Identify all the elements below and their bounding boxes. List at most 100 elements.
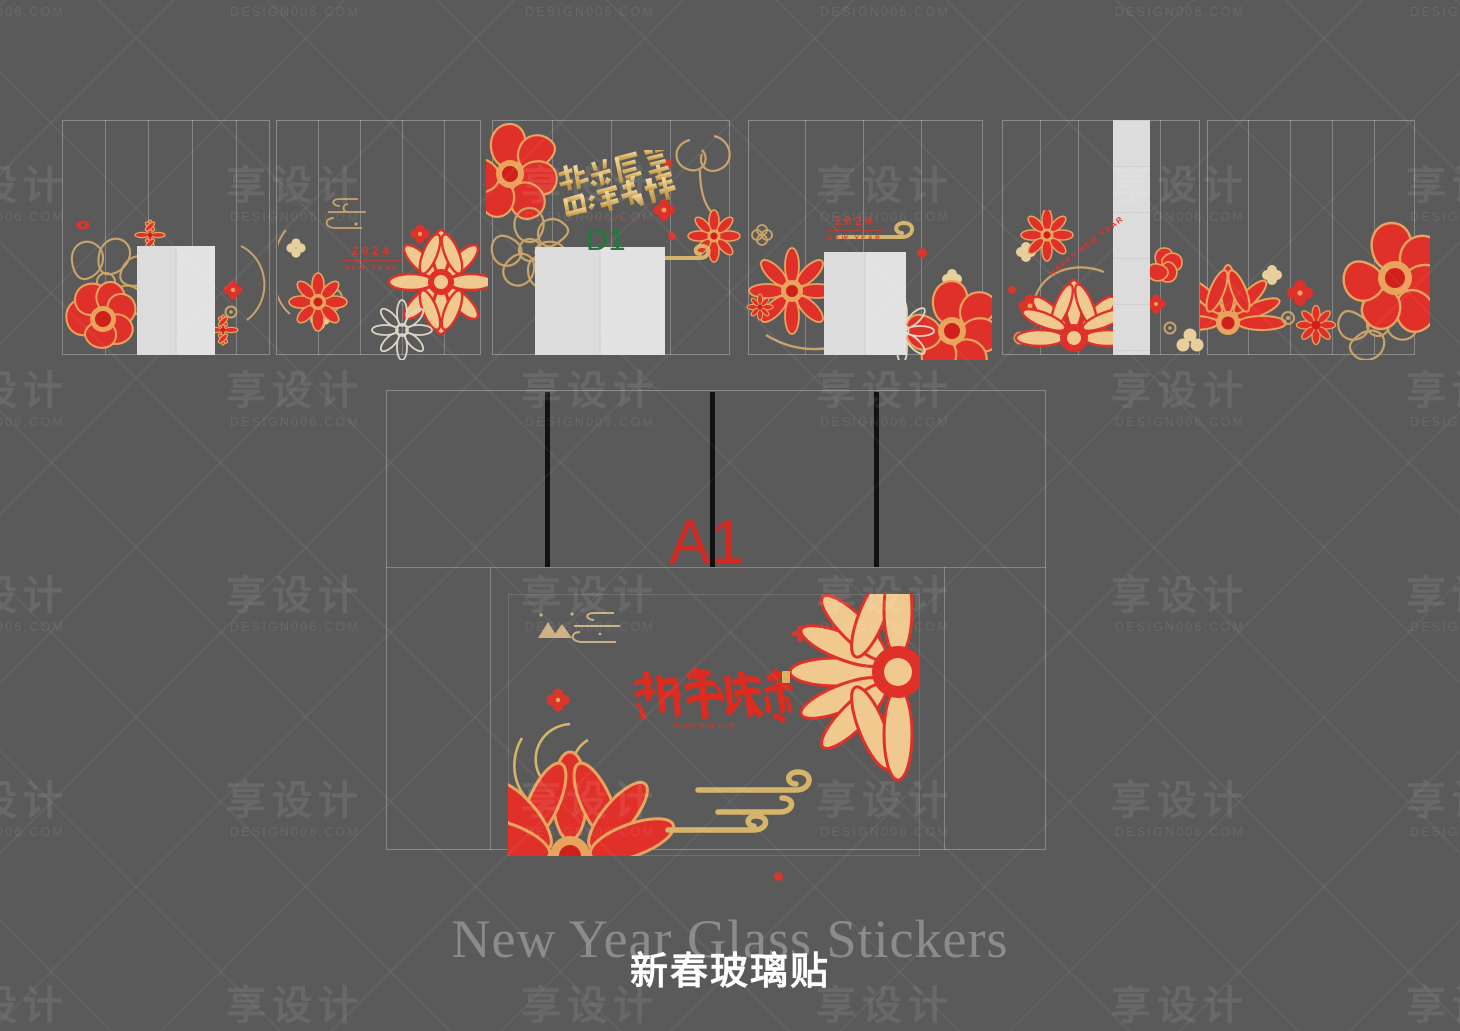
watermark-tile: 享设计 DESIGN006.COM bbox=[1355, 575, 1460, 634]
footer-chinese-title: 新春玻璃贴 bbox=[629, 951, 830, 993]
watermark-tile: 享设计 DESIGN006.COM bbox=[470, 0, 710, 19]
panel-divider bbox=[921, 120, 922, 355]
watermark-tile: 享设计 DESIGN006.COM bbox=[0, 780, 120, 839]
watermark-en-text: DESIGN006.COM bbox=[0, 620, 66, 634]
a1-mullion-left bbox=[545, 392, 550, 567]
stray-red-dot bbox=[774, 872, 783, 881]
panel-divider bbox=[360, 120, 361, 355]
label-a1: A1 bbox=[669, 508, 745, 577]
watermark-tile: 享设计 DESIGN006.COM bbox=[1060, 0, 1300, 19]
watermark-en-text: DESIGN006.COM bbox=[0, 415, 66, 429]
panel-divider bbox=[1290, 120, 1291, 355]
watermark-tile: 享设计 DESIGN006.COM bbox=[0, 370, 120, 429]
watermark-en-text: DESIGN006.COM bbox=[1114, 415, 1246, 429]
watermark-en-text: DESIGN006.COM bbox=[1114, 620, 1246, 634]
a1-inner-left bbox=[490, 567, 491, 850]
panel-divider bbox=[402, 120, 403, 355]
watermark-en-text: DESIGN006.COM bbox=[0, 5, 66, 19]
glass-door-plate-1 bbox=[137, 246, 215, 355]
watermark-tile: 享设计 DESIGN006.COM bbox=[0, 575, 120, 634]
watermark-tile: 享设计 DESIGN006.COM bbox=[175, 780, 415, 839]
divider bbox=[825, 230, 885, 231]
watermark-cn-text: 享设计 bbox=[1406, 779, 1460, 823]
watermark-tile: 享设计 DESIGN006.COM bbox=[1060, 370, 1300, 429]
watermark-cn-text: 享设计 bbox=[1111, 574, 1249, 618]
panel-divider bbox=[192, 120, 193, 355]
watermark-cn-text: 享设计 bbox=[0, 369, 69, 413]
watermark-tile: 享设计 DESIGN006.COM bbox=[1060, 575, 1300, 634]
panel-divider bbox=[1078, 120, 1079, 355]
watermark-cn-text: 享设计 bbox=[0, 0, 120, 2]
panel-divider bbox=[1160, 120, 1161, 355]
panel-divider bbox=[318, 120, 319, 355]
year-badge-panel-2: 2024 NEW YEAR bbox=[342, 245, 402, 273]
watermark-en-text: DESIGN006.COM bbox=[1114, 825, 1246, 839]
d1-headline-calligraphy: HAPPY NEW YEAR bbox=[557, 150, 676, 221]
d1-pinyin: HAPPY NEW YEAR bbox=[584, 216, 647, 221]
watermark-tile: 享设计 DESIGN006.COM bbox=[175, 370, 415, 429]
watermark-cn-text: 享设计 bbox=[1406, 369, 1460, 413]
watermark-cn-text: 享设计 bbox=[1111, 369, 1249, 413]
a1-inner-right bbox=[944, 567, 945, 850]
watermark-tile: 享设计 DESIGN006.COM bbox=[0, 0, 120, 19]
year-text: 2024 bbox=[351, 244, 393, 258]
watermark-cn-text: 享设计 bbox=[0, 779, 69, 823]
watermark-tile: 享设计 DESIGN006.COM bbox=[765, 0, 1005, 19]
watermark-cn-text: 享设计 bbox=[1406, 574, 1460, 618]
panel-divider bbox=[1040, 120, 1041, 355]
watermark-tile: 享设计 DESIGN006.COM bbox=[175, 0, 415, 19]
watermark-en-text: DESIGN006.COM bbox=[229, 415, 361, 429]
watermark-en-text: DESIGN006.COM bbox=[524, 5, 656, 19]
watermark-en-text: DESIGN006.COM bbox=[1409, 825, 1460, 839]
a1-script-subtitle: happy new year bbox=[672, 720, 735, 730]
watermark-en-text: DESIGN006.COM bbox=[229, 620, 361, 634]
a1-sill-line bbox=[386, 567, 1046, 568]
footer-english-title: New Year Glass Stickers bbox=[451, 909, 1009, 969]
panel-divider bbox=[805, 120, 806, 355]
watermark-cn-text: 享设计 bbox=[175, 0, 415, 2]
glass-door-plate-3 bbox=[824, 252, 906, 355]
divider bbox=[342, 260, 402, 261]
label-d1: D1 bbox=[586, 222, 626, 257]
watermark-en-text: DESIGN006.COM bbox=[1114, 5, 1246, 19]
glass-panel-fourth bbox=[1002, 120, 1200, 355]
watermark-en-text: DESIGN006.COM bbox=[819, 5, 951, 19]
panel-divider bbox=[1248, 120, 1249, 355]
watermark-en-text: DESIGN006.COM bbox=[0, 825, 66, 839]
watermark-cn-text: 享设计 bbox=[226, 369, 364, 413]
panel-divider bbox=[1374, 120, 1375, 355]
watermark-cn-text: 享设计 bbox=[0, 574, 69, 618]
panel-divider bbox=[444, 120, 445, 355]
watermark-en-text: DESIGN006.COM bbox=[229, 825, 361, 839]
watermark-en-text: DESIGN006.COM bbox=[1409, 415, 1460, 429]
a1-mullion-center bbox=[710, 392, 715, 567]
watermark-cn-text: 享设计 bbox=[765, 0, 1005, 2]
panel-divider bbox=[105, 120, 106, 355]
a1-calligraphy-happy-new-year: happy new year bbox=[634, 668, 793, 730]
new-year-text: NEW YEAR bbox=[827, 235, 883, 242]
a1-wall-frame bbox=[386, 390, 1046, 850]
year-text: 2024 bbox=[834, 214, 876, 228]
glass-door-plate-d1 bbox=[535, 247, 665, 355]
new-year-text: NEW YEAR bbox=[344, 265, 400, 272]
panel-divider bbox=[236, 120, 237, 355]
glass-panel-second bbox=[276, 120, 481, 355]
a1-mullion-right bbox=[874, 392, 879, 567]
panel-divider bbox=[1332, 120, 1333, 355]
watermark-tile: 享设计 DESIGN006.COM bbox=[1355, 780, 1460, 839]
year-badge-panel-3: 2024 NEW YEAR bbox=[825, 215, 885, 243]
watermark-cn-text: 享设计 bbox=[226, 779, 364, 823]
panel-divider bbox=[611, 120, 612, 355]
watermark-en-text: DESIGN006.COM bbox=[1409, 5, 1460, 19]
watermark-tile: 享设计 DESIGN006.COM bbox=[1355, 370, 1460, 429]
glass-door-plate-4 bbox=[1113, 120, 1150, 355]
watermark-cn-text: 享设计 bbox=[1060, 0, 1300, 2]
watermark-cn-text: 享设计 bbox=[470, 0, 710, 2]
glass-panel-right bbox=[1207, 120, 1415, 355]
watermark-en-text: DESIGN006.COM bbox=[1409, 620, 1460, 634]
watermark-en-text: DESIGN006.COM bbox=[229, 5, 361, 19]
